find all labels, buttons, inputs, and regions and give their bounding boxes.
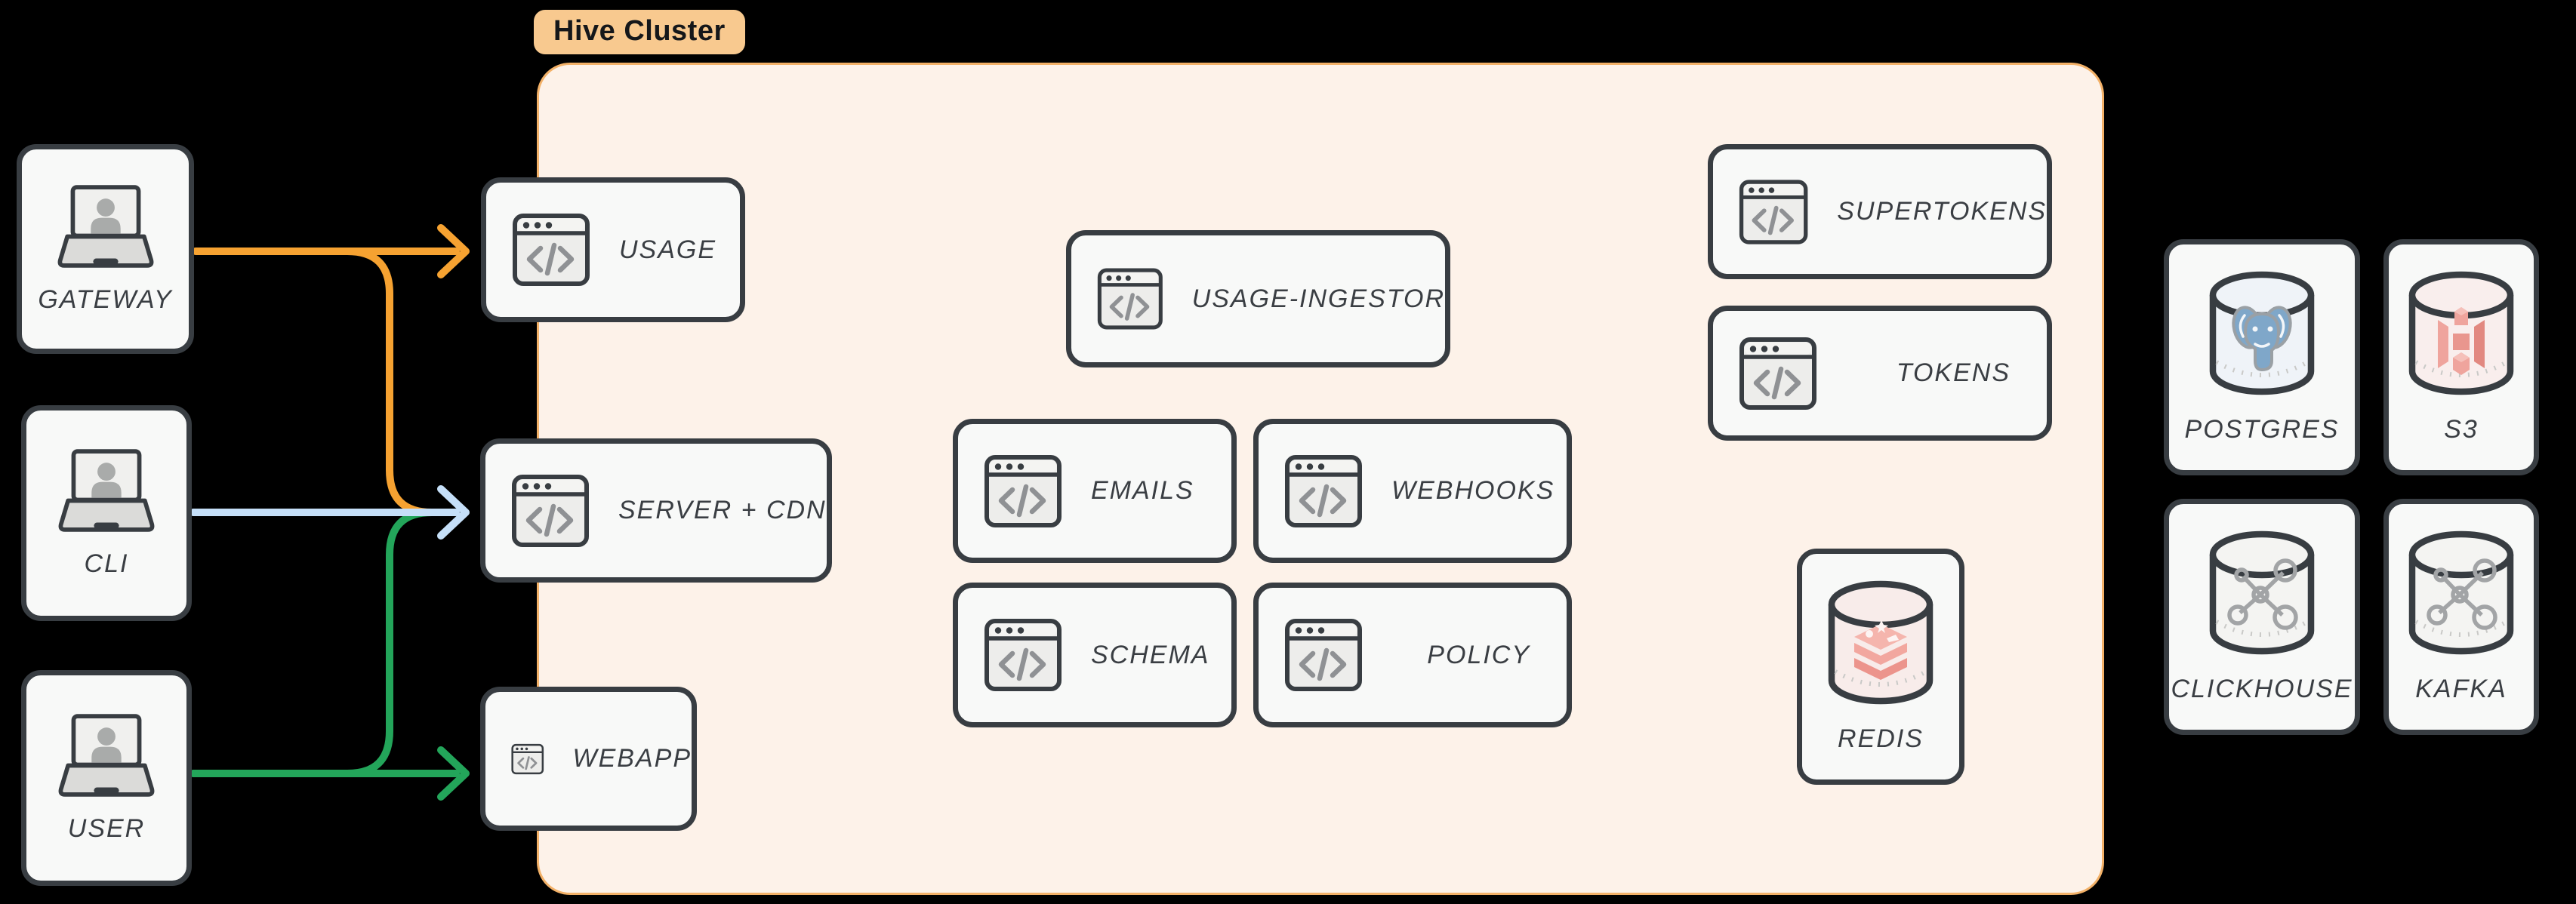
redis-database-icon (1824, 580, 1937, 708)
node-tokens: TOKENS (1708, 306, 2052, 441)
node-postgres: POSTGRES (2164, 239, 2360, 475)
node-s3-label: S3 (2444, 415, 2479, 444)
node-kafka-label: KAFKA (2415, 675, 2507, 703)
node-usage: USAGE (481, 177, 745, 322)
node-postgres-label: POSTGRES (2184, 415, 2340, 444)
code-window-icon (511, 474, 590, 548)
node-cli: CLI (21, 405, 192, 621)
node-policy: POLICY (1253, 583, 1572, 727)
edge-arrowhead-usage (437, 224, 470, 278)
node-user-label: USER (67, 813, 146, 843)
node-user: USER (21, 670, 192, 886)
node-emails-label: EMAILS (1091, 476, 1194, 505)
node-usage-label: USAGE (619, 235, 717, 264)
node-usage-ingestor-label: USAGE-INGESTOR (1191, 284, 1445, 313)
edge-user-servercdn (344, 509, 436, 777)
node-tokens-label: TOKENS (1896, 358, 2011, 387)
code-window-icon (511, 743, 544, 774)
node-redis-label: REDIS (1838, 724, 1924, 753)
edge-gateway-servercdn (344, 248, 436, 516)
node-schema: SCHEMA (953, 583, 1237, 727)
code-window-icon (1284, 618, 1363, 692)
code-window-icon (984, 618, 1062, 692)
node-clickhouse-label: CLICKHOUSE (2171, 675, 2353, 703)
laptop-user-icon (43, 448, 170, 533)
node-kafka: KAFKA (2383, 499, 2539, 735)
node-cli-label: CLI (84, 549, 129, 578)
node-webapp-label: WEBAPP (572, 744, 692, 773)
s3-database-icon (2405, 270, 2518, 398)
laptop-user-icon (43, 713, 170, 798)
node-server-cdn: SERVER + CDN (480, 438, 832, 583)
edge-arrowhead-webapp (437, 746, 470, 801)
node-policy-label: POLICY (1427, 640, 1530, 669)
code-window-icon (984, 454, 1062, 528)
postgres-database-icon (2205, 270, 2319, 398)
code-window-icon (1284, 454, 1363, 528)
node-supertokens-label: SUPERTOKENS (1837, 197, 2047, 226)
node-webhooks: WEBHOOKS (1253, 419, 1572, 563)
network-database-icon (2405, 530, 2518, 658)
node-server-cdn-label: SERVER + CDN (618, 496, 827, 524)
node-webhooks-label: WEBHOOKS (1391, 476, 1555, 505)
network-database-icon (2205, 530, 2319, 658)
node-gateway: GATEWAY (17, 144, 194, 354)
node-gateway-label: GATEWAY (38, 284, 173, 314)
code-window-icon (1097, 262, 1163, 336)
node-emails: EMAILS (953, 419, 1237, 563)
node-s3: S3 (2383, 239, 2539, 475)
code-window-icon (512, 213, 590, 287)
node-usage-ingestor: USAGE-INGESTOR (1066, 230, 1450, 367)
node-webapp: WEBAPP (480, 687, 697, 831)
code-window-icon (1739, 175, 1808, 249)
laptop-user-icon (42, 184, 169, 269)
node-schema-label: SCHEMA (1091, 640, 1210, 669)
node-redis: REDIS (1797, 549, 1964, 785)
node-supertokens: SUPERTOKENS (1708, 144, 2052, 279)
edge-arrowhead-servercdn (437, 485, 470, 540)
cluster-tag: Hive Cluster (534, 10, 745, 54)
code-window-icon (1739, 337, 1817, 410)
node-clickhouse: CLICKHOUSE (2164, 499, 2360, 735)
